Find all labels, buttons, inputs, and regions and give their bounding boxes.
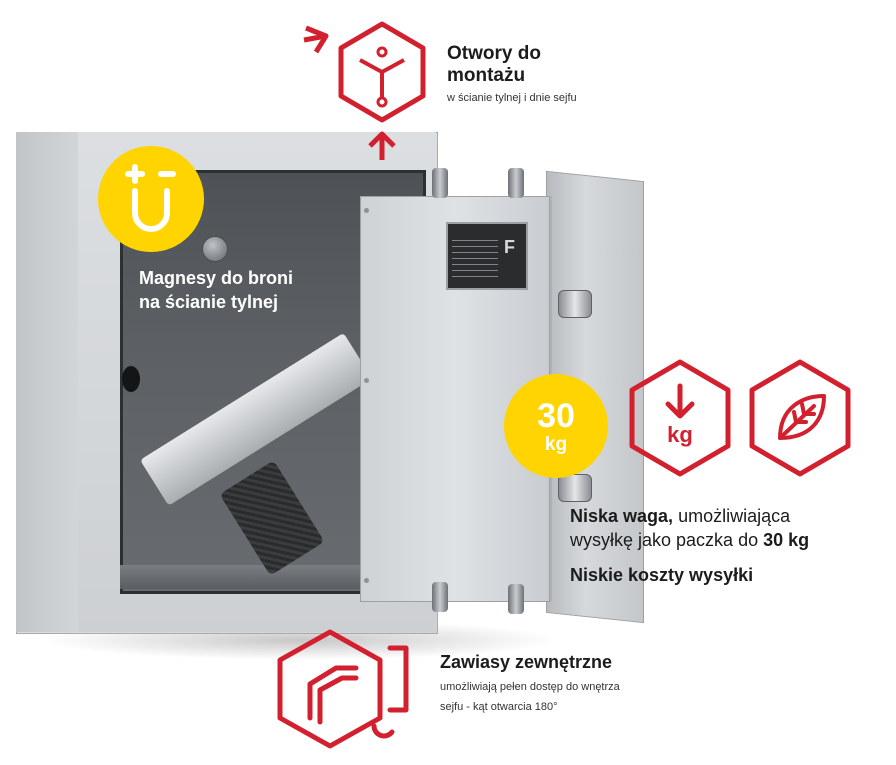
mounting-title: Otwory do montażu <box>447 43 541 86</box>
door-rivet <box>364 578 369 583</box>
nameplate-logo-icon: F <box>504 237 515 257</box>
mounting-subtitle: w ścianie tylnej i dnie sejfu <box>447 92 577 104</box>
shipping-cost-text: Niskie koszty wysyłki <box>570 565 754 585</box>
hinge-top-right <box>508 168 524 198</box>
hinge-bottom-left <box>432 582 448 612</box>
door-rivet <box>364 378 369 383</box>
hinge-icon <box>277 629 409 749</box>
safe-side-panel <box>16 132 79 632</box>
nameplate-text-lines <box>452 240 498 278</box>
door-bolt-bottom <box>558 474 592 502</box>
magnet-icon <box>125 164 176 232</box>
weight-badge-number: 30 <box>537 396 575 435</box>
magnet-top <box>202 236 228 262</box>
hinges-subtitle: umożliwiają pełen dostęp do wnętrza sejf… <box>440 681 620 713</box>
weight-badge: 30 kg <box>504 374 608 478</box>
hinge-bottom-right <box>508 584 524 614</box>
weight-description: Niska waga, umożliwiająca wysyłkę jako p… <box>570 506 810 550</box>
door-rivet <box>364 208 369 213</box>
hinges-title: Zawiasy zewnętrzne <box>440 652 613 672</box>
mounting-hole-side <box>122 366 140 392</box>
weight-hexagon-label: kg <box>667 422 693 447</box>
hinge-top-left <box>432 168 448 198</box>
door-bolt-top <box>558 290 592 318</box>
weight-hexagon-icon <box>629 359 731 477</box>
weight-badge-unit: kg <box>544 433 568 455</box>
eco-leaf-icon <box>749 359 851 477</box>
magnet-badge <box>98 146 204 252</box>
magnets-title: Magnesy do broni na ścianie tylnej <box>139 268 294 312</box>
mounting-holes-icon <box>303 21 426 160</box>
